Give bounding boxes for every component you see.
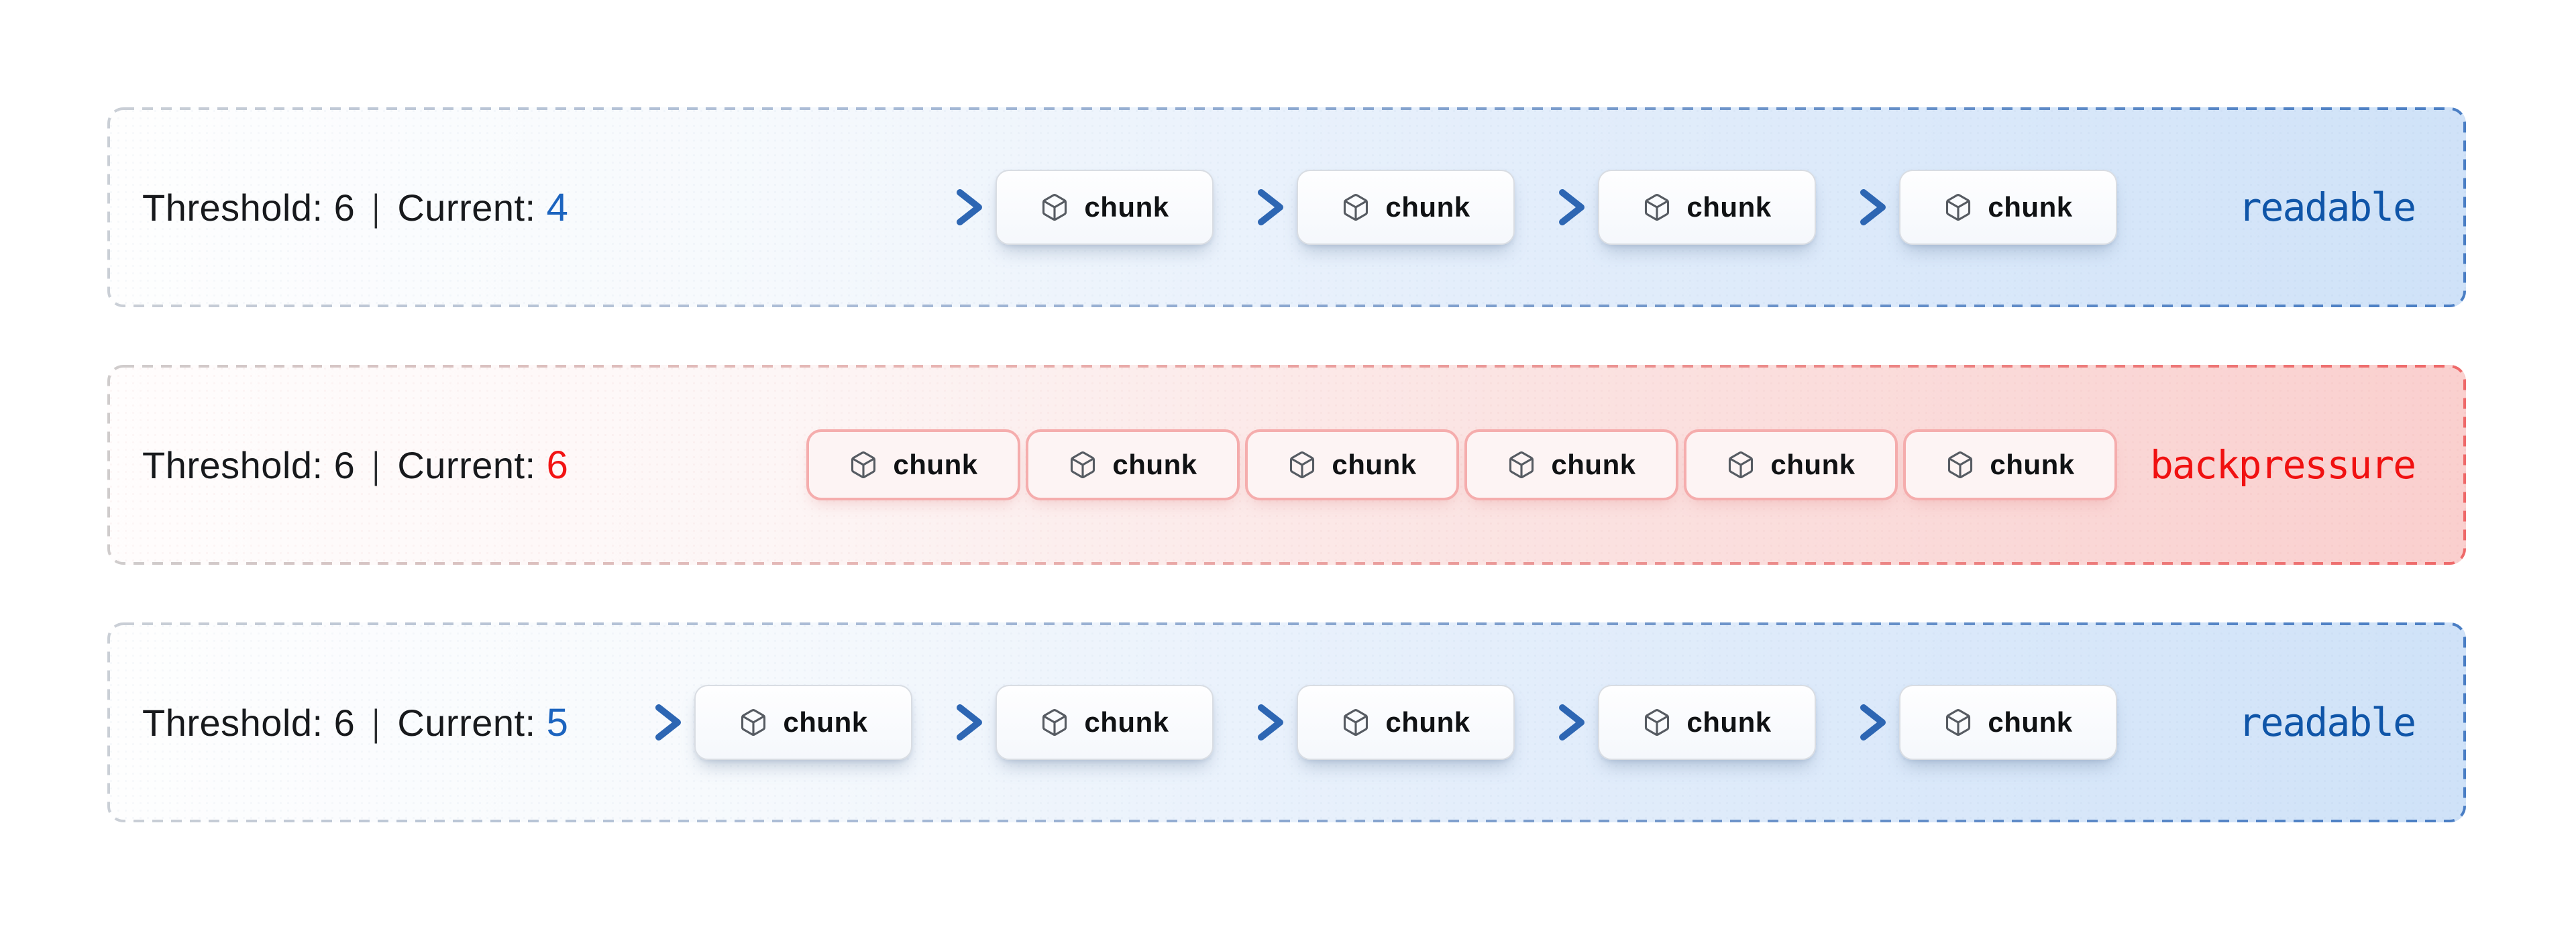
status-zone: readable	[2117, 184, 2466, 230]
box-icon	[851, 451, 876, 478]
chunk-box: chunk	[1464, 429, 1678, 500]
status-label: backpressure	[2149, 442, 2416, 488]
threshold-current-header: Threshold: 6 | Current: 5	[142, 700, 679, 745]
arrow-right-icon	[1826, 704, 1886, 741]
chunk-label: chunk	[1990, 449, 2075, 480]
chunk-strip: chunk chunk	[679, 170, 2117, 245]
arrow-right-icon	[1224, 189, 1283, 225]
chunk-label: chunk	[1988, 191, 2073, 223]
box-icon	[741, 709, 766, 736]
status-zone: readable	[2117, 700, 2466, 745]
chunk-box: chunk	[1903, 429, 2117, 500]
chunk-box: chunk	[1026, 429, 1240, 500]
chunk-label: chunk	[1112, 449, 1197, 480]
arrow-right-icon	[922, 704, 982, 741]
status-label: readable	[2238, 700, 2416, 745]
chunk-label: chunk	[1332, 449, 1417, 480]
box-icon	[1042, 709, 1067, 736]
box-icon	[1344, 194, 1368, 221]
chunk-label: chunk	[1084, 706, 1169, 738]
current-text: Current:	[397, 443, 536, 486]
box-icon	[1946, 194, 1971, 221]
chunk-strip: chunk chunk	[621, 685, 2117, 760]
current-value: 6	[546, 443, 569, 487]
chunk-box: chunk	[1598, 685, 1816, 760]
chunk-label: chunk	[893, 449, 978, 480]
chunk-strip: chunk chunk chunk chunk chunk	[679, 429, 2117, 500]
threshold-text: Threshold: 6	[142, 186, 356, 229]
threshold-text: Threshold: 6	[142, 701, 356, 744]
box-icon	[1290, 451, 1315, 478]
stream-state-row-backpressure: Threshold: 6 | Current: 6 chunk chunk ch…	[107, 365, 2466, 565]
box-icon	[1344, 709, 1368, 736]
chunk-label: chunk	[1770, 449, 1856, 480]
arrow-right-icon	[1826, 189, 1886, 225]
current-text: Current:	[397, 186, 536, 229]
box-icon	[1645, 709, 1670, 736]
divider: |	[372, 443, 380, 486]
box-icon	[1946, 709, 1971, 736]
chunk-box: chunk	[1297, 685, 1515, 760]
arrow-right-icon	[1525, 189, 1585, 225]
arrow-right-icon	[621, 704, 681, 741]
chunk-label: chunk	[1686, 191, 1772, 223]
chunk-label: chunk	[1988, 706, 2073, 738]
current-value: 5	[546, 700, 569, 745]
threshold-text: Threshold: 6	[142, 443, 356, 486]
box-icon	[1071, 451, 1095, 478]
chunk-box: chunk	[1899, 170, 2117, 245]
chunk-box: chunk	[996, 685, 1214, 760]
chunk-box: chunk	[1598, 170, 1816, 245]
current-text: Current:	[397, 701, 536, 744]
chunk-box: chunk	[1297, 170, 1515, 245]
chunk-label: chunk	[1385, 191, 1470, 223]
status-label: readable	[2238, 184, 2416, 230]
chunk-box: chunk	[1684, 429, 1898, 500]
threshold-current-header: Threshold: 6 | Current: 6	[142, 443, 679, 488]
stream-state-row-readable-5: Threshold: 6 | Current: 5 chunk	[107, 622, 2466, 822]
box-icon	[1509, 451, 1534, 478]
chunk-box: chunk	[996, 170, 1214, 245]
chunk-label: chunk	[1551, 449, 1636, 480]
chunk-label: chunk	[1084, 191, 1169, 223]
divider: |	[372, 701, 380, 744]
box-icon	[1729, 451, 1754, 478]
chunk-box: chunk	[806, 429, 1020, 500]
divider: |	[372, 186, 380, 229]
chunk-box: chunk	[1899, 685, 2117, 760]
current-value: 4	[546, 185, 569, 229]
chunk-box: chunk	[694, 685, 912, 760]
chunk-label: chunk	[1385, 706, 1470, 738]
threshold-current-header: Threshold: 6 | Current: 4	[142, 185, 679, 230]
chunk-box: chunk	[1245, 429, 1459, 500]
arrow-right-icon	[1525, 704, 1585, 741]
box-icon	[1042, 194, 1067, 221]
arrow-right-icon	[1224, 704, 1283, 741]
box-icon	[1645, 194, 1670, 221]
status-zone: backpressure	[2117, 442, 2466, 488]
box-icon	[1948, 451, 1973, 478]
arrow-right-icon	[922, 189, 982, 225]
chunk-label: chunk	[783, 706, 868, 738]
stream-state-row-readable-4: Threshold: 6 | Current: 4 chunk	[107, 107, 2466, 307]
chunk-label: chunk	[1686, 706, 1772, 738]
